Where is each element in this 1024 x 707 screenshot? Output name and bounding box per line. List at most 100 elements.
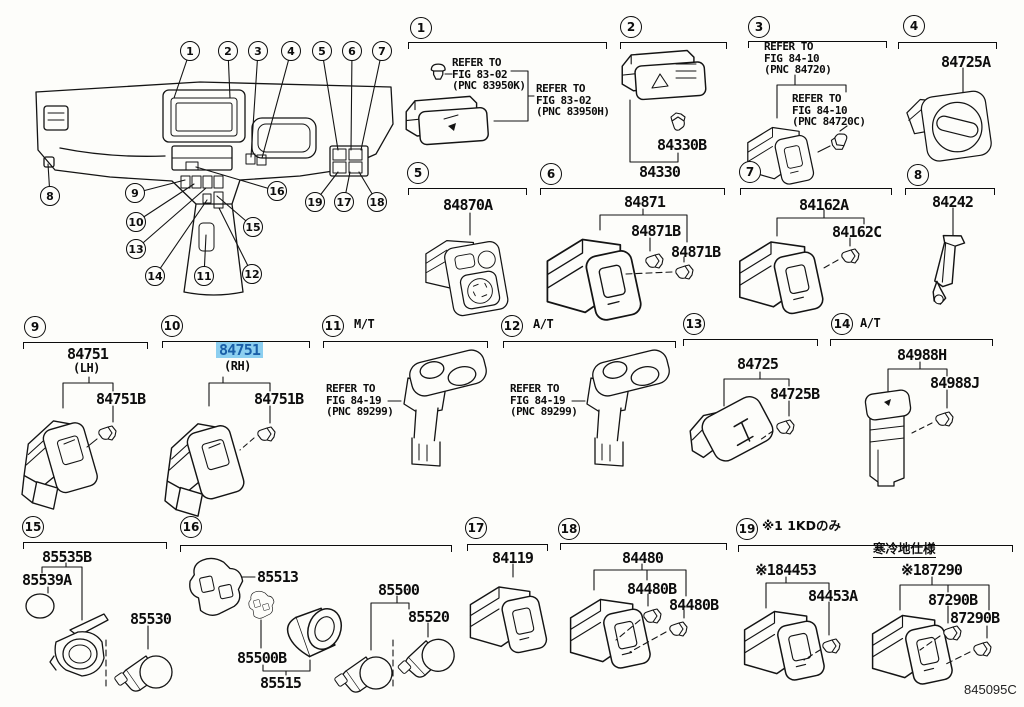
part-label-84330: 84330 bbox=[639, 163, 681, 181]
part-label-84453A: 84453A bbox=[808, 587, 858, 605]
refer-note-89299-at: REFER TO FIG 84-19 (PNC 89299) bbox=[510, 382, 578, 419]
bracket-sec12 bbox=[503, 341, 676, 348]
refer-note-83950H: REFER TO FIG 83-02 (PNC 83950H) bbox=[536, 82, 610, 119]
illustration-sec18 bbox=[569, 563, 688, 671]
illustration-sec12 bbox=[571, 346, 673, 467]
part-label-84751B-lh: 84751B bbox=[96, 390, 146, 408]
part-label-84242: 84242 bbox=[932, 193, 974, 211]
illustration-sec3 bbox=[747, 74, 852, 187]
dashboard-callout-9: 9 bbox=[125, 183, 145, 203]
refer-note-83950K: REFER TO FIG 83-02 (PNC 83950K) bbox=[452, 56, 526, 93]
dashboard-callout-10: 10 bbox=[126, 212, 146, 232]
illustration-sec13 bbox=[689, 371, 795, 466]
part-label-84988J: 84988J bbox=[930, 374, 980, 392]
illustration-sec5 bbox=[425, 212, 510, 318]
section-number-2: 2 bbox=[620, 16, 642, 38]
part-label-84870A: 84870A bbox=[443, 196, 493, 214]
figure-code: 845095C bbox=[964, 682, 1017, 697]
part-label-85520: 85520 bbox=[408, 608, 450, 626]
dashboard-callout-17: 17 bbox=[334, 192, 354, 212]
section-number-3: 3 bbox=[748, 16, 770, 38]
bracket-sec5 bbox=[408, 188, 527, 195]
part-label-85515: 85515 bbox=[260, 674, 302, 692]
illustration-sec7 bbox=[739, 209, 865, 316]
dashboard-callout-18: 18 bbox=[367, 192, 387, 212]
part-label-84453: ※184453 bbox=[755, 561, 817, 579]
dashboard-callout-11: 11 bbox=[194, 266, 214, 286]
part-label-84725A: 84725A bbox=[941, 53, 991, 71]
refer-note-89299-mt: REFER TO FIG 84-19 (PNC 89299) bbox=[326, 382, 394, 419]
dashboard-callout-13: 13 bbox=[126, 239, 146, 259]
section-number-15: 15 bbox=[22, 516, 44, 538]
bracket-sec13 bbox=[683, 339, 818, 346]
part-label-84988H: 84988H bbox=[897, 346, 947, 364]
section-number-10: 10 bbox=[161, 315, 183, 337]
part-label-84751-rh-wrap: 84751 bbox=[216, 342, 264, 358]
side-label-lh: (LH) bbox=[73, 361, 100, 375]
part-label-87290B-1: 87290B bbox=[928, 591, 978, 609]
bracket-sec14 bbox=[830, 339, 993, 346]
dashboard-callout-8: 8 bbox=[40, 186, 60, 206]
part-label-85513: 85513 bbox=[257, 568, 299, 586]
illustration-sec16 bbox=[189, 557, 458, 693]
bracket-sec15 bbox=[23, 542, 167, 549]
part-label-84871: 84871 bbox=[624, 193, 666, 211]
part-label-84162C: 84162C bbox=[832, 223, 882, 241]
section-number-8: 8 bbox=[907, 164, 929, 186]
illustration-sec11 bbox=[387, 346, 490, 467]
bracket-sec18 bbox=[560, 543, 727, 550]
illustration-sec1 bbox=[405, 63, 535, 146]
refer-note-84720: REFER TO FIG 84-10 (PNC 84720) bbox=[764, 40, 832, 77]
part-label-84725: 84725 bbox=[737, 355, 779, 373]
illustration-sec8 bbox=[930, 207, 967, 307]
section-number-16: 16 bbox=[180, 516, 202, 538]
dashboard-callout-7: 7 bbox=[372, 41, 392, 61]
dashboard-callout-5: 5 bbox=[312, 41, 332, 61]
bracket-sec10 bbox=[162, 341, 310, 348]
part-label-85535B: 85535B bbox=[42, 548, 92, 566]
part-label-84751B-rh: 84751B bbox=[254, 390, 304, 408]
section-number-18: 18 bbox=[558, 518, 580, 540]
section-number-5: 5 bbox=[407, 162, 429, 184]
section-number-19: 19 bbox=[736, 518, 758, 540]
part-label-84480B-1: 84480B bbox=[627, 580, 677, 598]
dashboard-callout-2: 2 bbox=[218, 41, 238, 61]
part-label-84480B-2: 84480B bbox=[669, 596, 719, 614]
part-label-84119: 84119 bbox=[492, 549, 534, 567]
note-cold-weather-spec: 寒冷地仕様 bbox=[873, 541, 936, 558]
selected-part-84751[interactable]: 84751 bbox=[216, 342, 264, 358]
section-number-11: 11 bbox=[322, 315, 344, 337]
section-number-13: 13 bbox=[683, 313, 705, 335]
illustration-sec2 bbox=[621, 49, 707, 163]
section-number-6: 6 bbox=[540, 163, 562, 185]
dashboard-callout-4: 4 bbox=[281, 41, 301, 61]
dashboard-callout-6: 6 bbox=[342, 41, 362, 61]
section-number-14: 14 bbox=[831, 313, 853, 335]
illustration-sec9 bbox=[21, 376, 117, 510]
part-label-84871B-2: 84871B bbox=[671, 243, 721, 261]
bracket-sec2 bbox=[620, 42, 727, 49]
illustration-sec19 bbox=[743, 576, 992, 687]
bracket-sec9 bbox=[23, 342, 148, 349]
part-label-85500B: 85500B bbox=[237, 649, 287, 667]
note-1kd-only: ※1 1KDのみ bbox=[762, 518, 841, 533]
illustration-sec10 bbox=[164, 376, 276, 517]
part-label-84480: 84480 bbox=[622, 549, 664, 567]
illustration-sec15 bbox=[25, 562, 173, 692]
bracket-sec3 bbox=[748, 41, 887, 48]
part-label-84330B: 84330B bbox=[657, 136, 707, 154]
trans-label-mt: M/T bbox=[354, 317, 375, 331]
part-label-85530: 85530 bbox=[130, 610, 172, 628]
dashboard-callout-3: 3 bbox=[248, 41, 268, 61]
part-label-87290: ※187290 bbox=[901, 561, 963, 579]
bracket-sec4 bbox=[898, 42, 997, 49]
part-label-85539A: 85539A bbox=[22, 571, 72, 589]
bracket-sec7 bbox=[740, 188, 892, 195]
bracket-sec17 bbox=[467, 544, 548, 551]
section-number-1: 1 bbox=[410, 17, 432, 39]
part-label-84725B: 84725B bbox=[770, 385, 820, 403]
bracket-sec6 bbox=[540, 188, 725, 195]
dashboard-illustration bbox=[35, 50, 394, 296]
